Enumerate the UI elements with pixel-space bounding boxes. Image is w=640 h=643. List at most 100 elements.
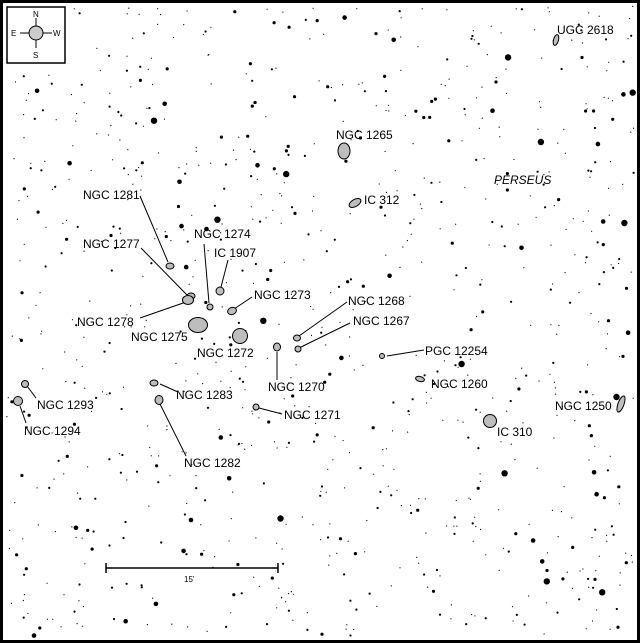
galaxy-ngc1273[interactable] — [227, 306, 238, 316]
star — [320, 490, 322, 492]
star — [398, 10, 401, 13]
star — [123, 167, 126, 170]
star — [290, 377, 292, 379]
star — [7, 397, 9, 399]
star — [588, 586, 590, 588]
star — [590, 312, 592, 315]
star — [391, 430, 394, 432]
star — [250, 206, 252, 208]
star — [101, 391, 104, 393]
star — [592, 586, 595, 589]
star — [78, 12, 81, 15]
star — [327, 468, 329, 470]
star — [78, 583, 81, 586]
star — [608, 61, 610, 63]
galaxy-ngc1274[interactable] — [206, 303, 214, 311]
galaxy-ngc1272[interactable] — [232, 328, 248, 344]
star — [501, 470, 508, 477]
star — [522, 422, 524, 424]
star — [625, 330, 631, 336]
star — [313, 143, 315, 145]
star — [338, 537, 343, 541]
star — [409, 295, 411, 297]
star — [25, 426, 28, 429]
star — [290, 591, 292, 593]
star — [436, 370, 439, 373]
star — [344, 487, 346, 489]
star — [39, 292, 41, 294]
galaxy-ic312[interactable] — [348, 197, 363, 210]
galaxy-ngc1293[interactable] — [21, 380, 29, 388]
galaxy-ngc1294[interactable] — [13, 396, 23, 406]
galaxy-ngc1278[interactable] — [182, 295, 194, 305]
galaxy-ngc1270[interactable] — [273, 342, 281, 352]
star — [536, 170, 539, 173]
galaxy-ic310[interactable] — [483, 414, 497, 428]
star — [292, 593, 294, 595]
star — [358, 136, 362, 140]
star — [154, 238, 156, 240]
star — [541, 57, 543, 59]
star — [292, 95, 297, 99]
star — [20, 473, 24, 478]
galaxy-ngc1260[interactable] — [415, 375, 425, 383]
galaxy-ngc1265[interactable] — [337, 142, 351, 160]
star — [147, 68, 149, 70]
star — [342, 15, 347, 20]
star — [627, 38, 629, 40]
star — [517, 223, 519, 225]
star — [22, 187, 26, 191]
star — [166, 429, 168, 431]
galaxy-ngc1250[interactable] — [615, 395, 626, 413]
star — [399, 266, 401, 268]
star — [580, 29, 583, 32]
galaxy-ngc1271[interactable] — [252, 403, 260, 411]
star — [598, 321, 600, 323]
star — [219, 135, 223, 139]
star — [491, 220, 494, 224]
galaxy-ngc1268[interactable] — [293, 334, 301, 342]
star — [587, 424, 591, 428]
star — [150, 455, 152, 457]
galaxy-ngc1283[interactable] — [149, 379, 159, 387]
star — [536, 467, 538, 469]
galaxy-ngc1275[interactable] — [188, 317, 208, 333]
star — [27, 612, 29, 615]
star — [233, 149, 235, 151]
star — [609, 628, 611, 630]
star — [415, 354, 417, 356]
star — [221, 306, 223, 308]
star — [181, 451, 183, 453]
star — [245, 73, 247, 75]
star — [277, 515, 284, 522]
star — [618, 262, 620, 265]
star — [477, 447, 480, 450]
label-ngc1268: NGC 1268 — [348, 294, 405, 308]
star — [385, 254, 387, 256]
galaxy-ic1907[interactable] — [215, 286, 225, 296]
star — [175, 362, 177, 364]
star — [11, 335, 13, 337]
star — [543, 633, 545, 635]
star — [342, 439, 344, 442]
star — [214, 216, 221, 223]
galaxy-ugc2618[interactable] — [552, 34, 560, 46]
star — [213, 342, 216, 345]
star — [76, 492, 79, 494]
galaxy-ngc1267[interactable] — [294, 345, 302, 353]
star — [439, 575, 441, 577]
galaxy-ngc1282[interactable] — [154, 395, 164, 405]
star — [31, 633, 37, 638]
star — [411, 398, 414, 401]
star — [590, 170, 593, 173]
galaxy-ngc1281[interactable] — [165, 262, 175, 270]
galaxy-pgc12254[interactable] — [379, 353, 385, 359]
star — [283, 170, 290, 178]
star — [303, 259, 305, 261]
star — [164, 234, 168, 239]
star — [253, 576, 255, 578]
star — [65, 237, 69, 241]
star — [500, 441, 502, 443]
star — [108, 458, 111, 461]
star — [515, 377, 517, 380]
